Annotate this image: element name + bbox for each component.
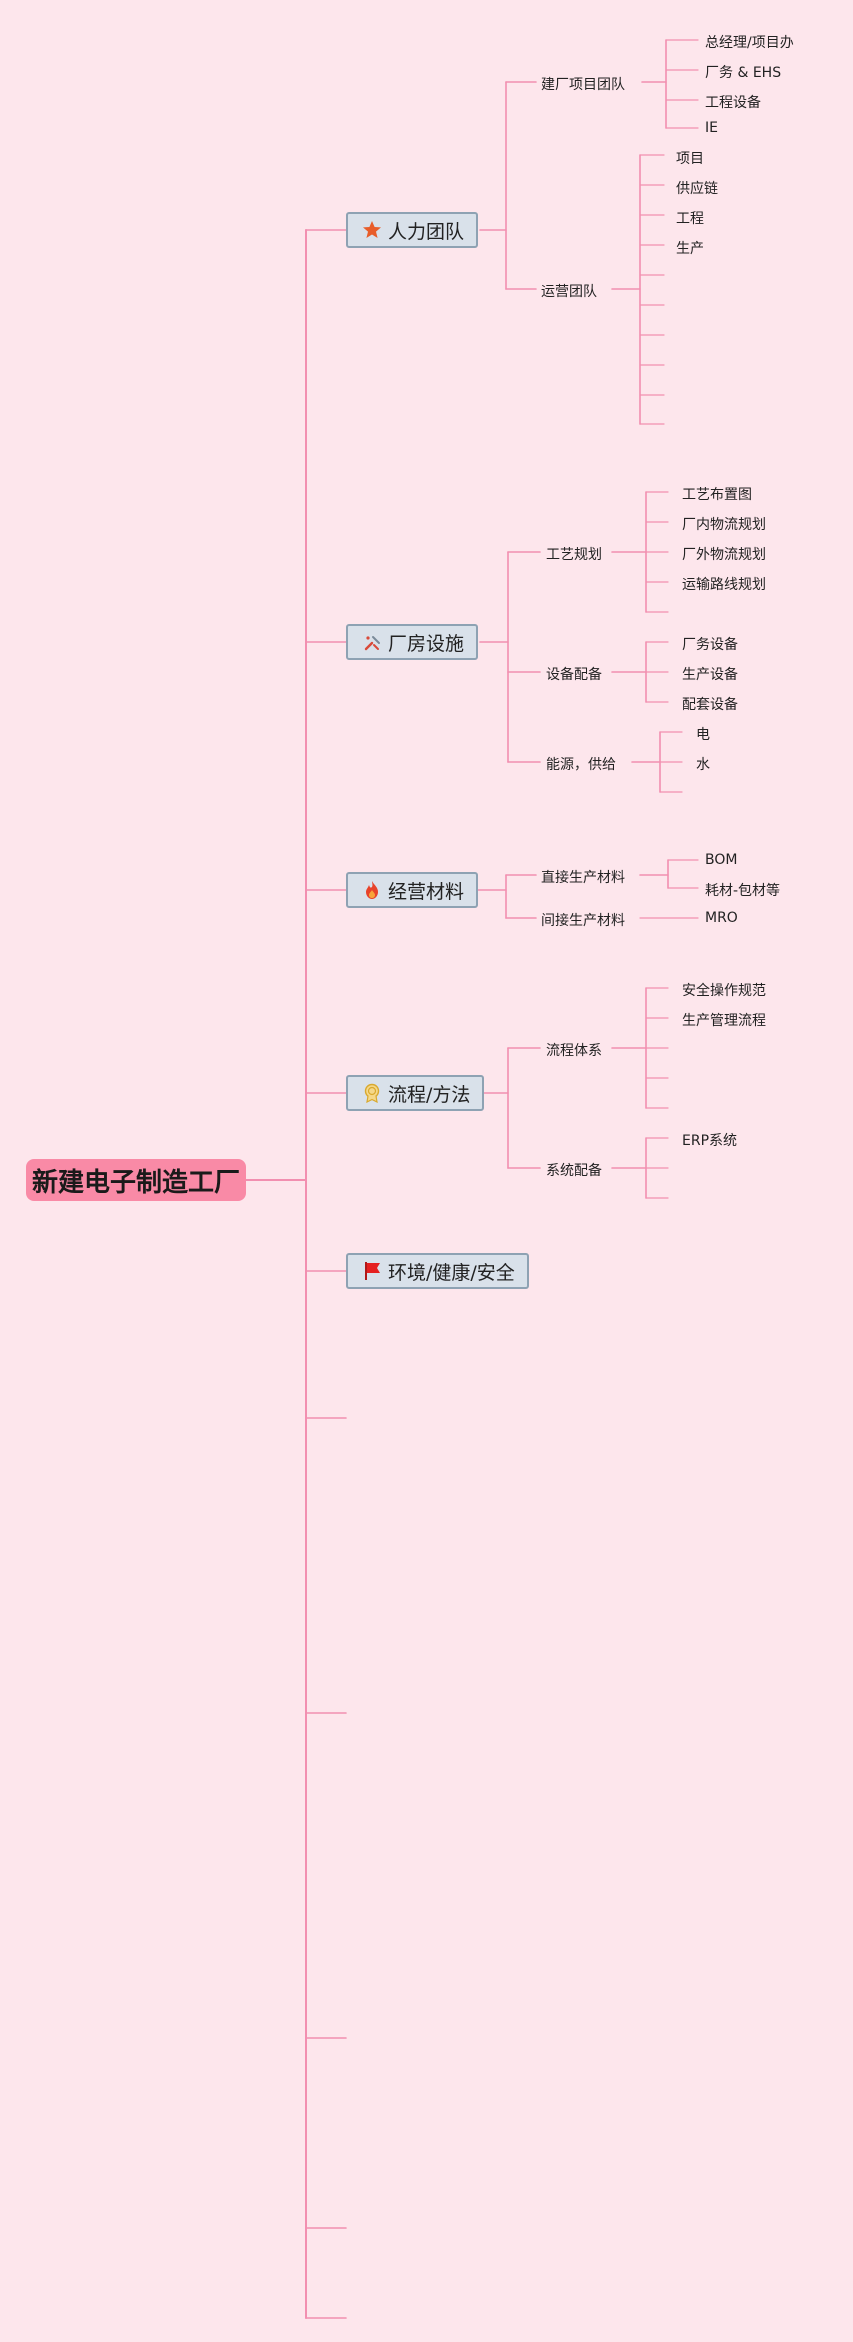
leaf-topic[interactable]: 电 (696, 727, 710, 743)
sub-topic[interactable]: 间接生产材料 (541, 913, 625, 929)
leaf-topic[interactable]: ERP系统 (682, 1133, 738, 1149)
leaf-topic[interactable]: 厂务设备 (682, 637, 738, 653)
leaf-topic[interactable]: 生产管理流程 (682, 1013, 766, 1029)
leaf-topic[interactable]: 运输路线规划 (682, 577, 766, 593)
badge-icon (362, 1083, 382, 1103)
branch-topic-hr-team[interactable]: 人力团队 (346, 212, 479, 248)
branch-label: 人力团队 (388, 220, 465, 243)
leaf-topic[interactable]: 生产设备 (682, 667, 738, 683)
leaf-topic[interactable]: 厂务 & EHS (705, 65, 782, 81)
branch-topic-process-method[interactable]: 流程/方法 (346, 1075, 485, 1111)
leaf-topic[interactable]: MRO (705, 910, 738, 926)
branch-label: 厂房设施 (388, 632, 465, 655)
fire-icon (362, 880, 382, 900)
leaf-topic[interactable]: 配套设备 (682, 697, 738, 713)
sub-topic[interactable]: 建厂项目团队 (541, 77, 625, 93)
branch-topic-facilities[interactable]: 厂房设施 (346, 624, 479, 660)
leaf-topic[interactable]: 安全操作规范 (682, 983, 766, 999)
sub-topic[interactable]: 运营团队 (541, 284, 597, 300)
leaf-topic[interactable]: 厂外物流规划 (682, 547, 766, 563)
sub-topic[interactable]: 工艺规划 (546, 547, 602, 563)
leaf-topic[interactable]: 供应链 (676, 181, 718, 197)
branch-label: 流程/方法 (388, 1083, 471, 1106)
leaf-topic[interactable]: IE (705, 120, 718, 136)
sub-topic[interactable]: 能源，供给 (546, 757, 616, 773)
leaf-topic[interactable]: 工程 (676, 211, 704, 227)
branch-label: 经营材料 (388, 880, 465, 903)
tools-icon (362, 632, 382, 652)
leaf-topic[interactable]: BOM (705, 852, 738, 868)
sub-topic[interactable]: 直接生产材料 (541, 870, 625, 886)
star-icon (362, 220, 382, 240)
leaf-topic[interactable]: 工程设备 (705, 95, 761, 111)
sub-topic[interactable]: 流程体系 (546, 1043, 602, 1059)
branch-label: 环境/健康/安全 (388, 1261, 515, 1284)
sub-topic[interactable]: 设备配备 (546, 667, 602, 683)
leaf-topic[interactable]: 生产 (676, 241, 704, 257)
sub-topic[interactable]: 系统配备 (546, 1163, 602, 1179)
flag-icon (362, 1261, 382, 1281)
leaf-topic[interactable]: 总经理/项目办 (705, 35, 794, 51)
leaf-topic[interactable]: 耗材-包材等 (705, 883, 781, 899)
leaf-topic[interactable]: 厂内物流规划 (682, 517, 766, 533)
leaf-topic[interactable]: 水 (696, 757, 710, 773)
branch-topic-materials[interactable]: 经营材料 (346, 872, 479, 908)
root-topic[interactable]: 新建电子制造工厂 (26, 1159, 246, 1201)
leaf-topic[interactable]: 项目 (676, 151, 704, 167)
leaf-topic[interactable]: 工艺布置图 (682, 487, 752, 503)
branch-topic-ehs[interactable]: 环境/健康/安全 (346, 1253, 529, 1289)
